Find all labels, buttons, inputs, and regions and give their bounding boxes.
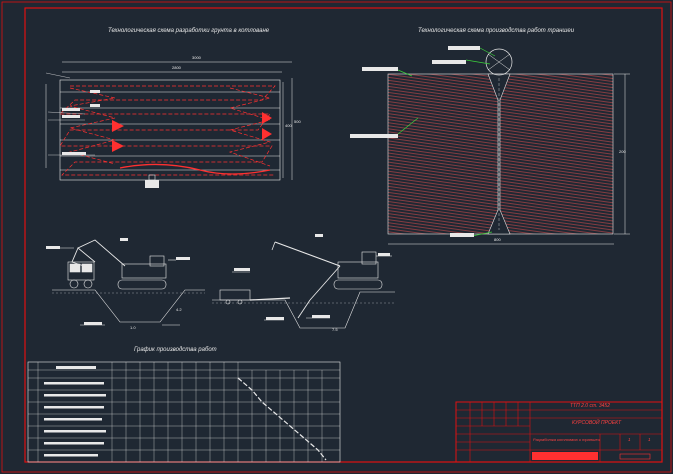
pit-plan-title: Технологическая схема разработки грунта … — [108, 28, 270, 34]
title-block — [455, 401, 663, 463]
pit-sub-length: 2800 — [172, 65, 181, 70]
excavator-right-labels — [234, 234, 390, 320]
pit-height-b: 500 — [294, 119, 301, 124]
title-block-code: ТТП 2.0 ст. 3452 — [570, 403, 610, 409]
pit-plan-drawing — [45, 61, 293, 188]
trench-plan-drawing — [350, 46, 630, 245]
title-block-sheet-no: 1 — [628, 437, 631, 442]
schedule-title: График производства работ — [134, 347, 217, 353]
excavator-dig-depth: 4.2 — [176, 307, 182, 312]
excavator-bottom: 1.0 — [130, 325, 136, 330]
pit-height-a: 400 — [285, 123, 292, 128]
trench-width: 800 — [494, 237, 501, 242]
excavator-section-right — [212, 241, 395, 329]
title-block-sheets-total: 1 — [648, 437, 651, 442]
excavator-left-labels — [46, 238, 190, 325]
title-block-sheet-desc: Разработка котлована и траншеи — [533, 437, 600, 442]
pit-total-length: 3000 — [192, 55, 201, 60]
trench-depth: 200 — [619, 149, 626, 154]
excavator-reach: 7.5 — [332, 327, 338, 332]
title-block-project-name: КУРСОВОЙ ПРОЕКТ — [572, 420, 622, 426]
excavator-section-left — [48, 239, 205, 326]
schedule-table — [27, 361, 341, 463]
trench-plan-title: Технологическая схема производства работ… — [418, 28, 575, 34]
